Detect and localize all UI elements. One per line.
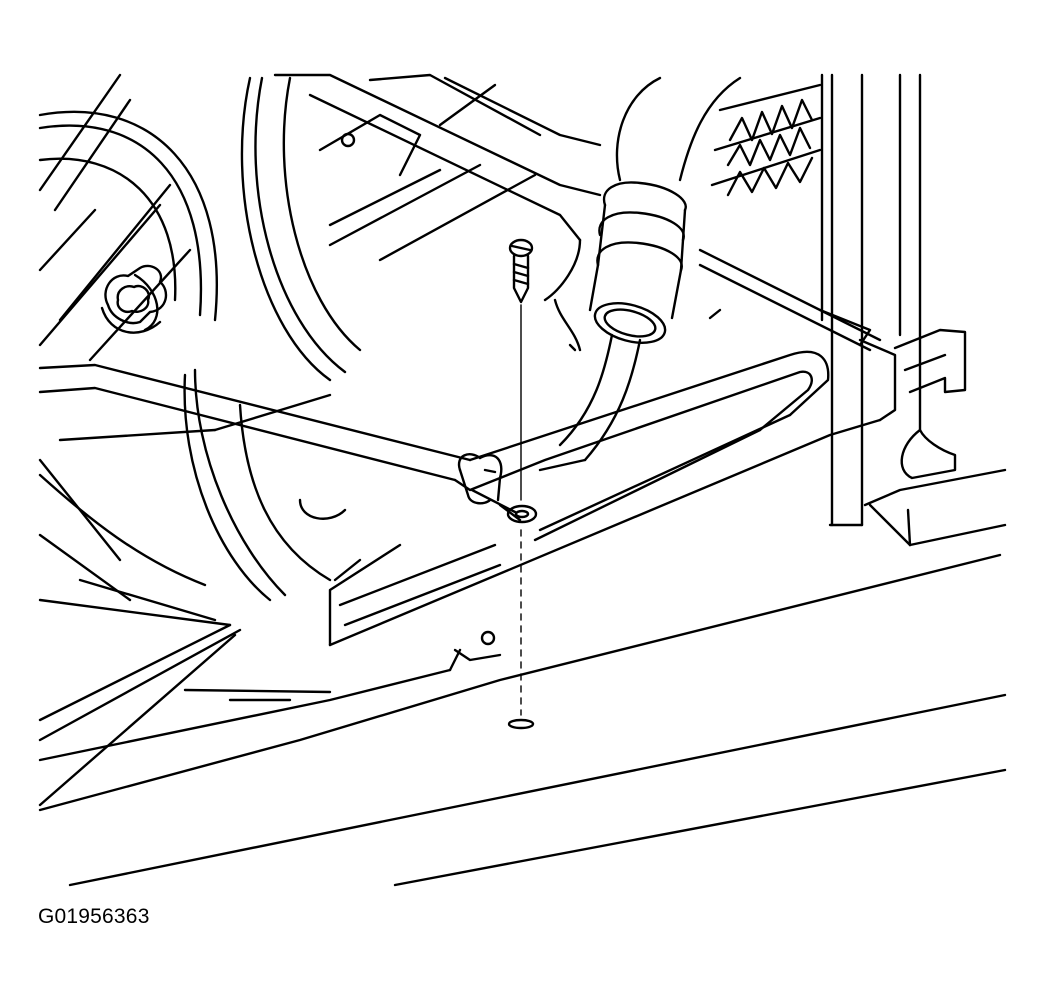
upper-bracket	[273, 73, 602, 302]
lower-support	[38, 553, 1007, 887]
figure-code: G01956363	[38, 905, 150, 928]
radiator	[710, 73, 1007, 547]
cross-member	[38, 248, 897, 662]
fan-shroud	[38, 73, 362, 807]
line-clamp	[457, 453, 538, 524]
ac-hose	[538, 76, 742, 472]
screw	[508, 238, 534, 304]
mounting-hole	[507, 718, 535, 730]
